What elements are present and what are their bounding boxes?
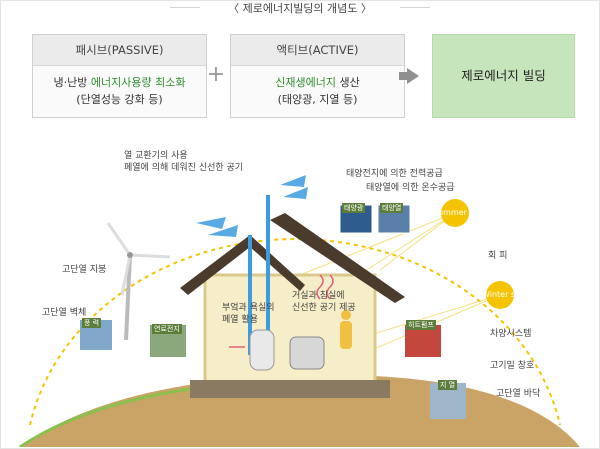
wind-tag: 풍 력 [82, 318, 102, 328]
exhaust-label-1: 부엌과 욕실의 [222, 303, 275, 313]
boiler-icon [249, 329, 275, 371]
solar-th-tag: 태양열 [380, 203, 404, 213]
passive-line1-em: 에너지사용량 최소화 [90, 76, 186, 89]
active-box: 액티브(ACTIVE) 신재생에너지 생산 (태양광, 지열 등) [230, 34, 405, 118]
solar-pv-tag: 태양광 [342, 203, 366, 213]
active-line1-post: 생산 [335, 76, 360, 89]
sun-icon [441, 199, 514, 309]
house-foundation [190, 380, 390, 398]
ventilation-label-1: 열 교환기의 사용 [124, 151, 188, 161]
right-roof [270, 213, 405, 303]
result-arrow-icon [399, 68, 419, 84]
passive-body: 냉·난방 에너지사용량 최소화 (단열성능 강화 등) [33, 66, 206, 108]
active-body: 신재생에너지 생산 (태양광, 지열 등) [231, 66, 404, 108]
active-heading: 액티브(ACTIVE) [231, 35, 404, 66]
passive-box: 패시브(PASSIVE) 냉·난방 에너지사용량 최소화 (단열성능 강화 등) [32, 34, 207, 118]
floor-label: 고단열 바닥 [496, 389, 541, 399]
solar-heat-label: 태양열에 의한 온수공급 [366, 183, 455, 193]
exhaust-label-2: 폐열 활용 [222, 315, 258, 325]
fresh-air-label-1: 거실과 침실에 [292, 291, 345, 301]
solar-power-label: 태양전지에 의한 전력공급 [346, 169, 443, 179]
fuelcell-tag: 연료전지 [152, 324, 182, 334]
left-roof [180, 235, 305, 295]
active-line1-em: 신재생에너지 [275, 76, 336, 89]
wall-insulation-label: 고단열 벽체 [42, 308, 87, 318]
passive-heading: 패시브(PASSIVE) [33, 35, 206, 66]
passive-line1-pre: 냉·난방 [53, 76, 91, 89]
active-line2: (태양광, 지열 등) [277, 93, 358, 106]
winter-sun-label: Winter sun [482, 290, 526, 299]
page-title: 〈 제로에너지빌딩의 개념도 〉 [228, 2, 372, 15]
windows-label: 고기밀 창호 [490, 361, 535, 371]
heatpump-photo [405, 325, 441, 357]
passive-line2: (단열성능 강화 등) [76, 93, 163, 106]
fresh-air-label-2: 신선한 공기 제공 [292, 303, 356, 313]
person-icon [340, 310, 352, 349]
ventilation-label-2: 폐열에 의해 데워진 신선한 공기 [124, 163, 244, 173]
blinds-label: 차양시스템 [490, 329, 532, 339]
title-rule-left [170, 7, 200, 8]
wind-turbine-icon [106, 222, 171, 341]
title-rule-right [400, 7, 430, 8]
geothermal-tag: 지 열 [438, 380, 458, 390]
roof-insulation-label: 고단열 지붕 [62, 265, 107, 275]
summer-sun-label: Summer sun [433, 208, 484, 217]
avoid-label: 회 피 [488, 251, 508, 261]
heatpump-tag: 히트펌프 [406, 320, 436, 330]
plus-sign: + [206, 62, 226, 87]
active-line1: 신재생에너지 생산 [231, 74, 404, 91]
result-box: 제로에너지 빌딩 [432, 34, 575, 118]
passive-line1: 냉·난방 에너지사용량 최소화 [33, 74, 206, 91]
